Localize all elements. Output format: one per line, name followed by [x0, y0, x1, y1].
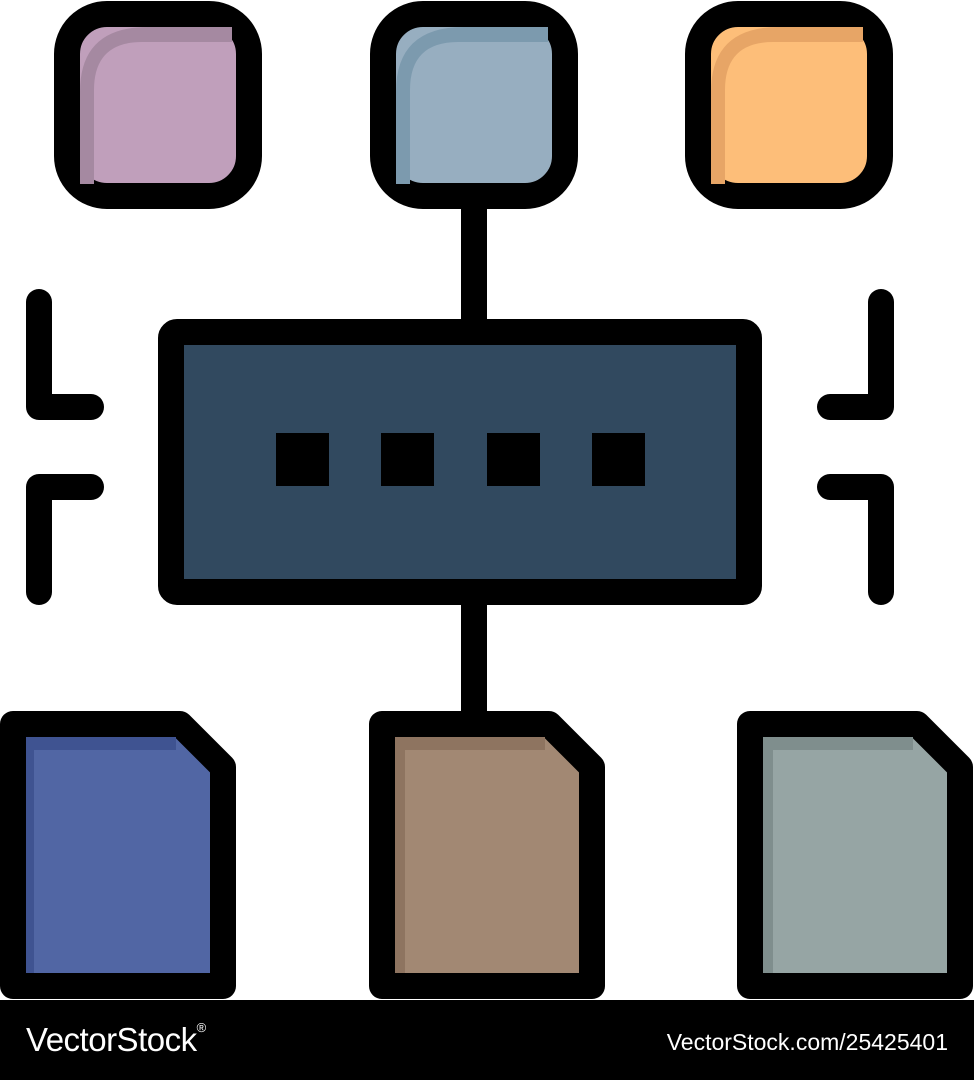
server-hub-icon [158, 319, 762, 605]
top-node-3 [685, 1, 893, 209]
hub-indicator-4 [592, 433, 645, 486]
document-file-icon-1 [0, 711, 236, 999]
hub-indicator-3 [487, 433, 540, 486]
brand-logo: VectorStock® [26, 1020, 206, 1058]
top-node-2 [370, 1, 578, 209]
right-bracket-icon [817, 289, 894, 605]
document-file-icon-3 [737, 711, 973, 999]
document-file-icon-2 [369, 711, 605, 999]
watermark-bar [0, 1000, 974, 1080]
top-node-1 [54, 1, 262, 209]
left-bracket-icon [26, 289, 104, 605]
hub-indicator-2 [381, 433, 434, 486]
hub-indicator-1 [276, 433, 329, 486]
image-credit: VectorStock.com/25425401 [666, 1029, 948, 1055]
